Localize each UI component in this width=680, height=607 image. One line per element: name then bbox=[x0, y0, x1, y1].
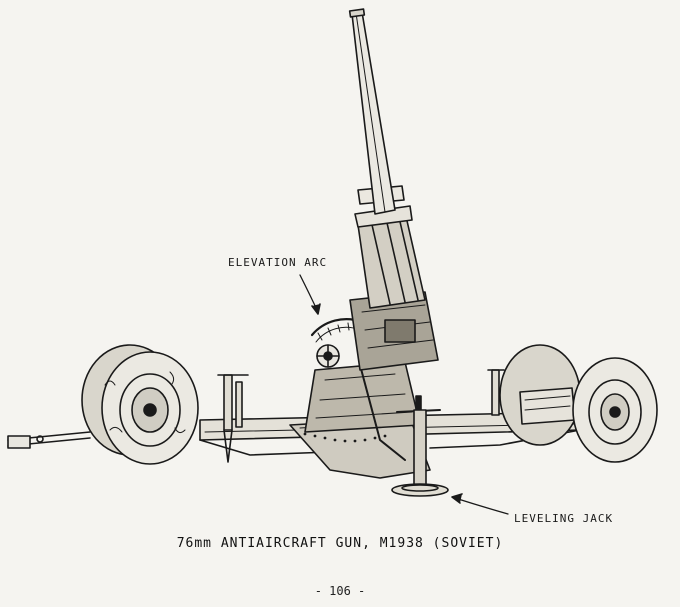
antiaircraft-gun-illustration bbox=[7, 8, 658, 515]
left-wheel-assembly bbox=[81, 344, 199, 465]
gun-barrel bbox=[348, 8, 396, 215]
elevation-arc-arrow bbox=[299, 274, 321, 315]
right-wheel-assembly bbox=[499, 344, 658, 463]
left-outrigger-post bbox=[217, 374, 249, 463]
right-outrigger-post bbox=[487, 369, 505, 416]
tow-bar bbox=[7, 431, 91, 449]
leveling-jack-label: LEVELING JACK bbox=[514, 512, 614, 525]
leveling-jack bbox=[391, 395, 449, 497]
recoil-cylinders bbox=[354, 185, 426, 309]
leveling-jack-arrow bbox=[451, 493, 509, 515]
figure-caption: 76mm ANTIAIRCRAFT GUN, M1938 (SOVIET) bbox=[176, 536, 504, 551]
elevation-arc-label: ELEVATION ARC bbox=[228, 256, 328, 269]
page-number: - 106 - bbox=[314, 584, 366, 598]
